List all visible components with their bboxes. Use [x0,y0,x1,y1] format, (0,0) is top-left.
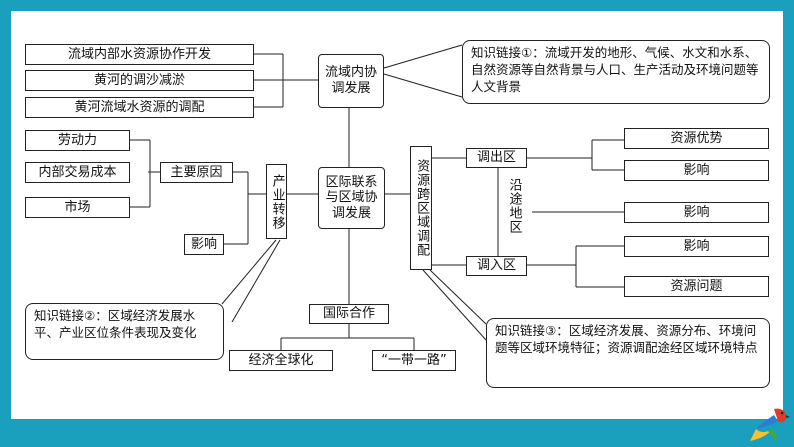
frame-top-bar [0,0,794,11]
node-belt-road: “一带一路” [372,350,456,371]
node-resource-issue: 资源问题 [624,276,769,297]
parrot-logo-icon [750,408,790,441]
node-market: 市场 [25,197,130,218]
note-knowledge-link-3: 知识链接③：区域经济发展、资源分布、环境问题等区域环境特征；资源调配途经区域环境… [486,318,770,388]
frame-right-bar [783,0,794,447]
node-in-area: 调入区 [466,256,527,276]
node-cross-region-allocation-label: 资源跨区域调配 [414,159,430,257]
frame-bottom-bar [0,419,794,447]
node-globalization: 经济全球化 [229,350,333,371]
node-industry-transfer-label: 产业转移 [269,173,285,230]
note-knowledge-link-2: 知识链接②：区域经济发展水平、产业区位条件表现及变化 [25,303,224,360]
node-industry-transfer: 产业转移 [266,164,287,239]
node-yellow-water: 黄河流域水资源的调配 [25,97,254,118]
node-main-reason: 主要原因 [160,162,233,183]
node-cross-region-allocation: 资源跨区域调配 [410,146,432,270]
node-influence-out: 影响 [624,160,769,181]
node-influence-along: 影响 [624,202,769,223]
node-resource-advantage: 资源优势 [624,128,769,149]
label-along-area: 沿途地区 [498,178,528,248]
node-basin-development: 流域内协调发展 [318,54,384,108]
frame-left-bar [0,0,11,447]
node-influence-left: 影响 [184,234,224,255]
node-trade-cost: 内部交易成本 [25,162,130,183]
note-knowledge-link-1: 知识链接①：流域开发的地形、气候、水文和水系、自然资源等自然背景与人口、生产活动… [462,40,770,104]
node-labor: 劳动力 [25,130,130,151]
node-out-area: 调出区 [466,148,527,168]
node-water-coop: 流域内部水资源协作开发 [25,44,254,65]
node-intl-cooperation: 国际合作 [309,304,389,324]
node-regional-coordination: 区际联系与区域协调发展 [318,167,385,229]
node-regional-coordination-label: 区际联系与区域协调发展 [325,174,378,221]
label-along-area-text: 沿途地区 [504,178,522,234]
node-influence-in: 影响 [624,236,769,257]
node-basin-development-label: 流域内协调发展 [325,65,378,96]
node-yellow-sand: 黄河的调沙减淤 [25,70,254,91]
